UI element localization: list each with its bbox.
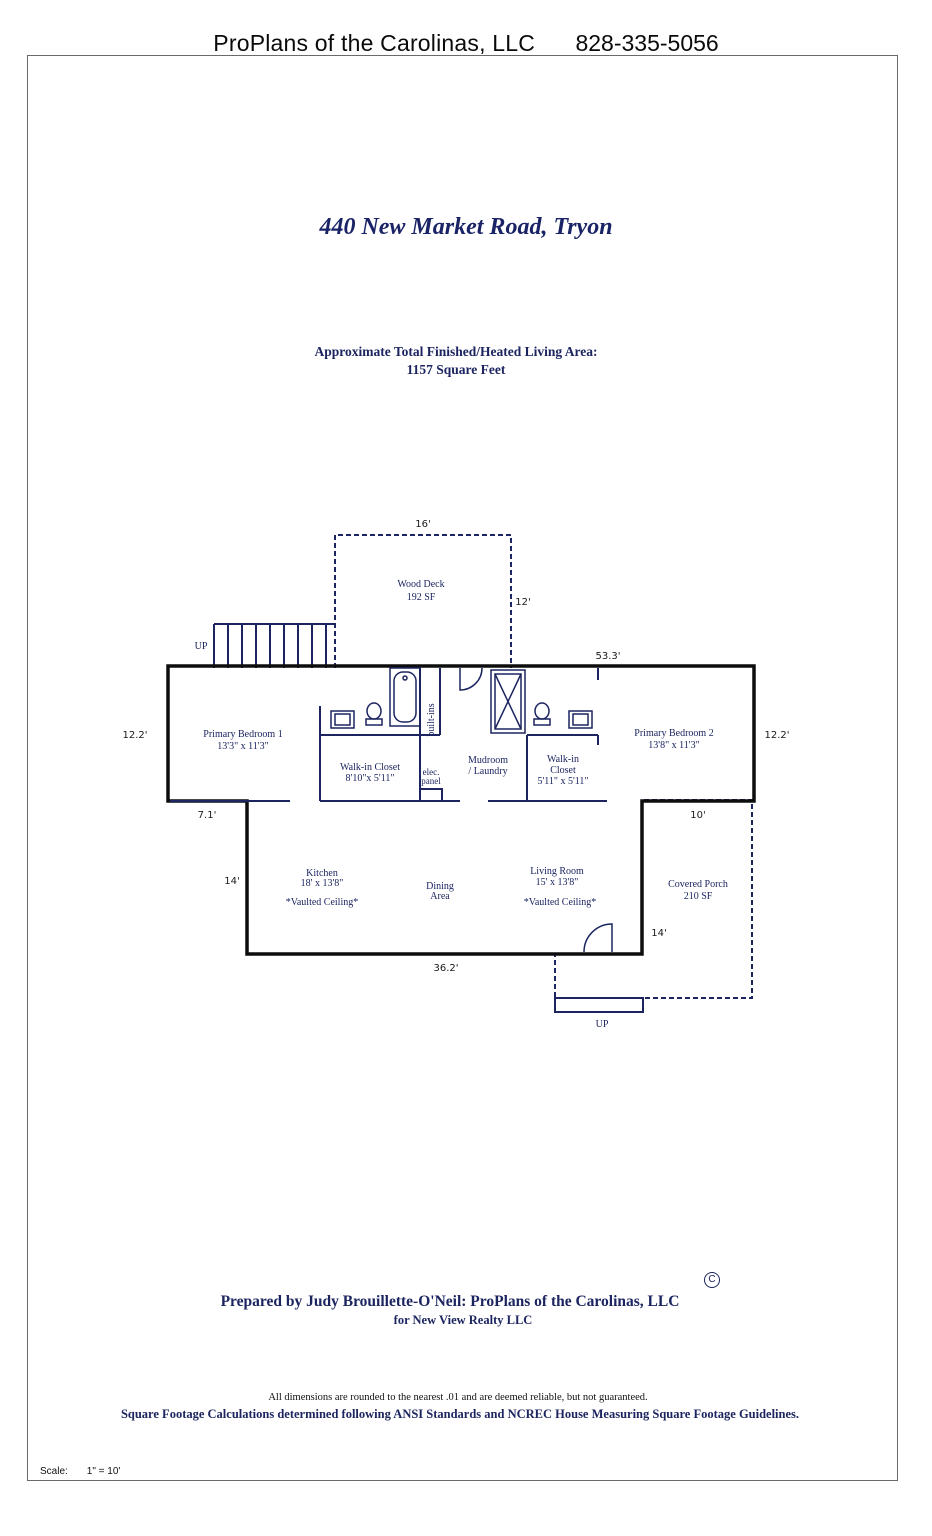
prepared-by: Prepared by Judy Brouillette-O'Neil: Pro…	[220, 1293, 680, 1310]
scale-note: Scale: 1" = 10'	[40, 1466, 120, 1477]
exterior-walls	[166, 664, 756, 956]
scale-value: 1" = 10'	[86, 1466, 121, 1477]
kitchen-note: *Vaulted Ceiling*	[286, 897, 359, 908]
disclaimer-standards: Square Footage Calculations determined f…	[120, 1407, 800, 1421]
sink-icon	[568, 710, 593, 729]
property-address-title: 440 New Market Road, Tryon	[319, 214, 613, 240]
wood-deck-size: 192 SF	[407, 592, 436, 603]
dim-porch-depth: 14'	[651, 928, 666, 939]
kitchen-size: 18' x 13'8"	[301, 878, 344, 889]
dim-deck-depth: 12'	[515, 597, 530, 608]
sink-icon	[330, 710, 355, 729]
builtins-label: built-ins	[426, 703, 437, 736]
dim-deck-width: 16'	[415, 519, 430, 530]
covered-porch-name: Covered Porch	[668, 879, 728, 890]
bathtub-icon	[389, 667, 421, 727]
primary-bedroom-2-size: 13'8" x 11'3"	[648, 740, 699, 751]
porch-stairs-up-label: UP	[596, 1019, 609, 1030]
prepared-for: for New View Realty LLC	[393, 1313, 533, 1327]
mudroom-label-2: / Laundry	[468, 766, 507, 777]
walkin-closet-1-size: 8'10"x 5'11"	[346, 773, 395, 784]
living-room-note: *Vaulted Ceiling*	[524, 897, 597, 908]
disclaimer-dimensions: All dimensions are rounded to the neares…	[268, 1392, 648, 1403]
dim-bottom-width: 36.2'	[433, 963, 458, 974]
toilet-icon	[365, 702, 383, 726]
wood-deck-name: Wood Deck	[397, 579, 444, 590]
scale-label: Scale:	[40, 1466, 68, 1477]
dim-left-offset: 7.1'	[198, 810, 217, 821]
primary-bedroom-2-name: Primary Bedroom 2	[634, 728, 713, 739]
deck-stairs	[213, 623, 335, 668]
wood-deck-outline	[334, 534, 512, 668]
dim-porch-width: 10'	[690, 810, 705, 821]
page-frame	[27, 55, 898, 1481]
elec-panel-label-2: panel	[421, 776, 441, 786]
dining-label-1: Dining	[426, 881, 454, 892]
living-area-label: Approximate Total Finished/Heated Living…	[314, 344, 598, 359]
phone-number: 828-335-5056	[575, 30, 719, 56]
walkin-closet-2-label-1: Walk-in	[547, 754, 579, 765]
dining-label-2: Area	[430, 891, 450, 902]
header: ProPlans of the Carolinas, LLC 828-335-5…	[0, 30, 932, 57]
electric-panel-box	[419, 788, 443, 802]
door-swing-icon	[583, 923, 613, 953]
dim-right-depth: 12.2'	[764, 730, 789, 741]
door-swing-icon	[459, 667, 483, 691]
primary-bedroom-1-size: 13'3" x 11'3"	[217, 741, 268, 752]
company-name: ProPlans of the Carolinas, LLC	[213, 30, 536, 56]
elec-panel-label-1: elec.	[423, 767, 440, 777]
walkin-closet-2-size: 5'11" x 5'11"	[537, 776, 588, 787]
deck-stairs-up-label: UP	[195, 641, 208, 652]
floor-plan: Wood Deck 192 SF UP Primary Bedroom 1 13…	[122, 519, 789, 1030]
dim-house-width: 53.3'	[595, 651, 620, 662]
walkin-closet-2-label-2: Closet	[550, 765, 576, 776]
toilet-icon	[533, 702, 551, 726]
copyright-icon: C	[704, 1272, 720, 1288]
kitchen-name: Kitchen	[306, 868, 338, 879]
porch-steps	[554, 997, 644, 1013]
dim-main-depth: 14'	[224, 876, 239, 887]
covered-porch-size: 210 SF	[684, 891, 713, 902]
walkin-closet-1-name: Walk-in Closet	[340, 762, 400, 773]
living-room-name: Living Room	[530, 866, 584, 877]
primary-bedroom-1-name: Primary Bedroom 1	[203, 729, 282, 740]
dim-left-depth: 12.2'	[122, 730, 147, 741]
living-room-size: 15' x 13'8"	[536, 877, 579, 888]
mudroom-label-1: Mudroom	[468, 755, 508, 766]
shower-icon	[490, 669, 526, 734]
living-area-value: 1157 Square Feet	[406, 362, 506, 377]
